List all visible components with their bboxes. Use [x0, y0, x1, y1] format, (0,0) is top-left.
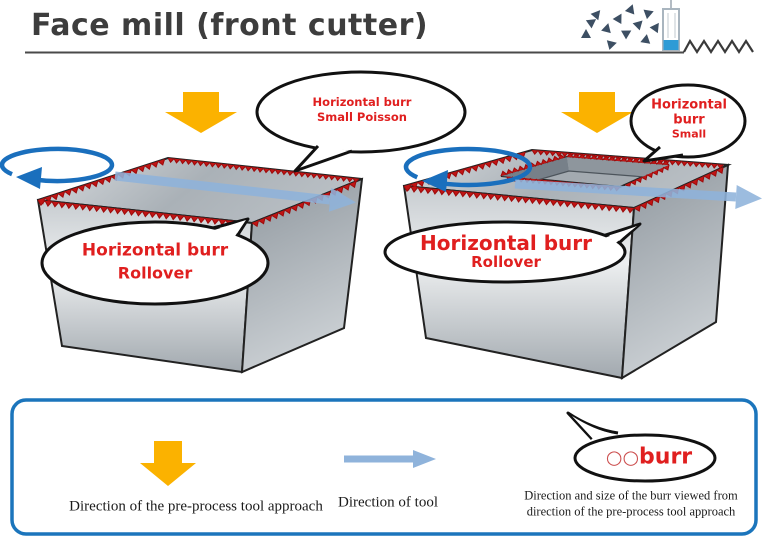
milling-icon — [581, 0, 754, 55]
legend-burr-bubble-label: ○○burr — [606, 445, 692, 470]
legend-burr-note: Direction and size of the burr viewed fr… — [524, 488, 738, 518]
bubble-small-poisson — [255, 70, 467, 173]
left-burr-edges — [37, 157, 360, 228]
page-title: Face mill (front cutter) — [31, 8, 429, 43]
bubble-rollover-right — [383, 220, 642, 284]
left-approach-arrow-icon — [165, 92, 237, 133]
machined-surface-zigzag-icon — [683, 38, 754, 55]
burr-word: burr — [639, 444, 693, 470]
right-tool-direction-arrow-icon — [514, 179, 762, 209]
bubble-small-label: Horizontal burr Small — [651, 97, 727, 141]
legend-approach-arrow-icon — [140, 441, 196, 486]
pocket — [500, 155, 670, 189]
bubble-rollover-right-label: Horizontal burr Rollover — [420, 230, 592, 271]
bubble-small-poisson-label: Horizontal burr Small Poisson — [312, 95, 412, 124]
legend-approach-arrow-label: Direction of the pre-process tool approa… — [69, 498, 323, 515]
left-rotation-arrow-icon — [0, 146, 115, 189]
legend-tool-arrow-label: Direction of tool — [338, 494, 438, 511]
legend-tool-arrow-icon — [344, 450, 436, 468]
right-approach-arrow-icon — [561, 92, 633, 133]
chips-icon — [581, 2, 663, 50]
legend-burr-bubble — [566, 411, 717, 483]
bubble-small — [629, 83, 747, 163]
legend-box — [10, 398, 758, 536]
bubble-rollover-left — [40, 217, 270, 306]
end-mill-icon — [662, 0, 680, 51]
bubble-rollover-left-label: Horizontal burr Rollover — [81, 240, 229, 283]
right-rotation-arrow-icon — [403, 146, 533, 192]
left-tool-direction-arrow-icon — [114, 171, 356, 212]
burr-size-circles: ○○ — [605, 446, 640, 469]
